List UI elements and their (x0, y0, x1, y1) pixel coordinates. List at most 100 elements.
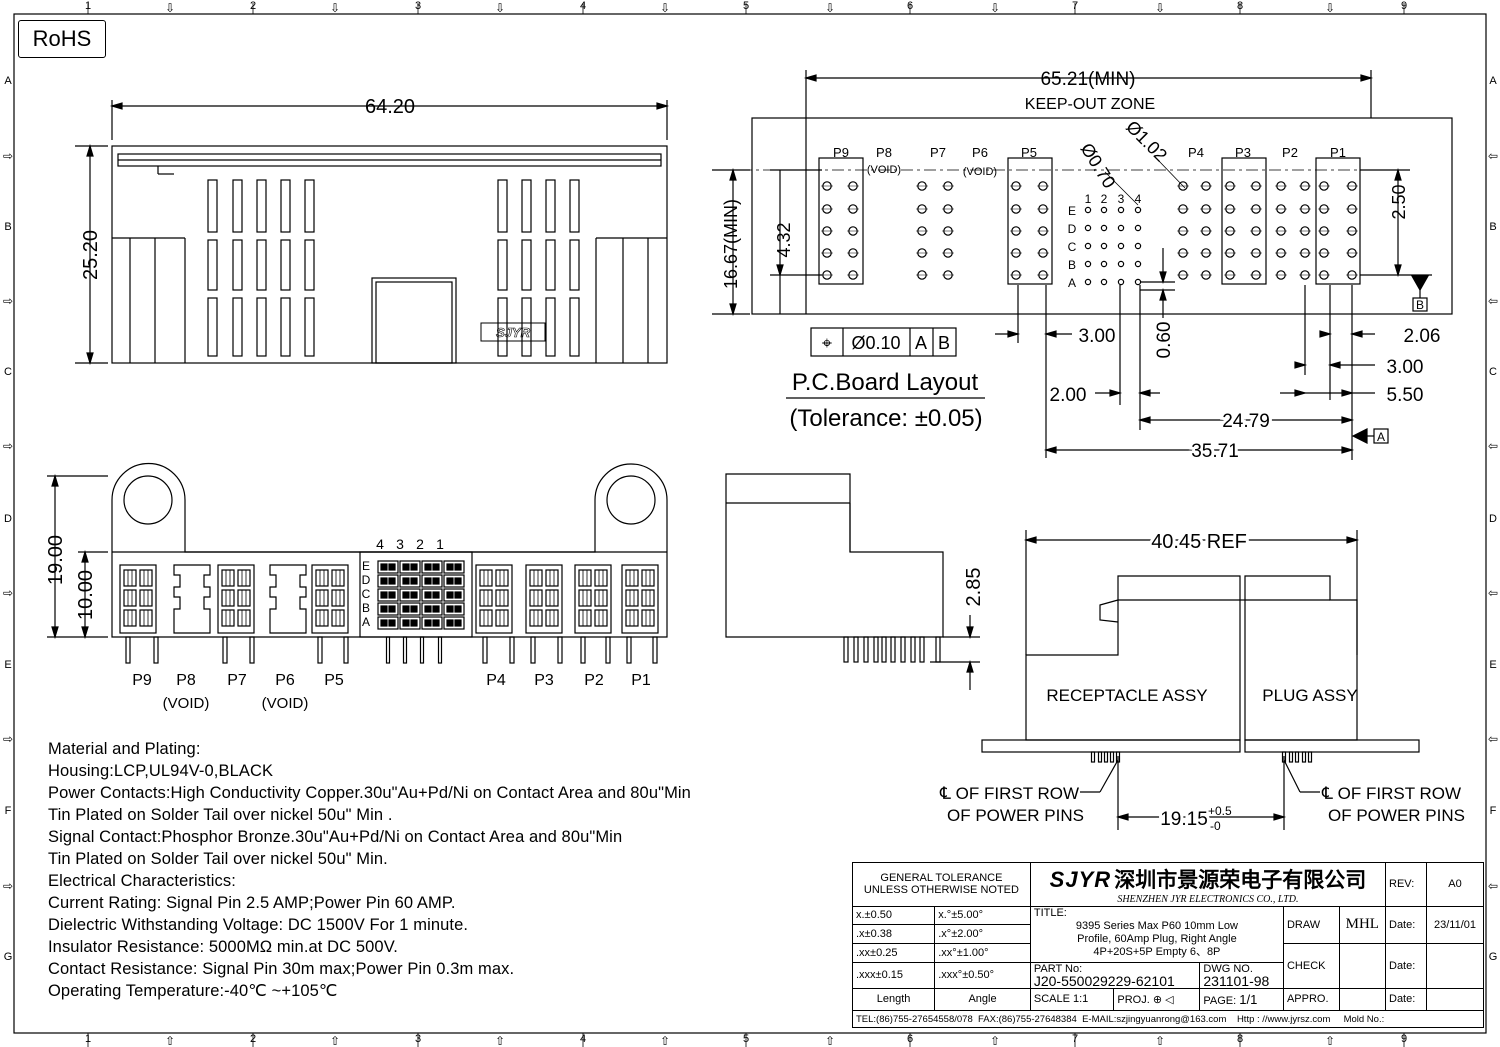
note-line: Power Contacts:High Conductivity Copper.… (48, 784, 691, 802)
signal-hole (1084, 206, 1092, 214)
power-contact (331, 569, 345, 587)
signal-col-label: 4 (1135, 192, 1142, 206)
power-contact (545, 569, 559, 587)
plug-label: PLUG ASSY (1262, 686, 1357, 705)
signal-contact-fill (432, 591, 440, 599)
solder-pin (482, 636, 488, 664)
dia-small-label: Ø0.70 (1077, 140, 1120, 192)
signal-contact-fill (454, 591, 462, 599)
signal-contact-fill (402, 591, 410, 599)
draw-value: MHL (1338, 905, 1387, 944)
power-contact (139, 589, 153, 607)
signal-hole (1117, 260, 1125, 268)
note-line: Material and Plating: (48, 740, 201, 758)
signal-contact (443, 588, 465, 602)
grid-arrow: ⇩ (495, 1, 505, 15)
signal-row-label: C (1068, 240, 1077, 254)
power-housing (217, 564, 255, 634)
signal-contact-fill (454, 619, 462, 627)
pin-group-outline (1221, 157, 1267, 285)
pin-group-label: P6 (972, 145, 988, 160)
signal-contact-fill (446, 605, 454, 613)
solder-pin (385, 636, 391, 664)
grid-arrow: ⇧ (990, 1034, 1000, 1047)
void-housing (173, 564, 211, 634)
grid-row-label: F (1489, 805, 1497, 817)
power-contact (479, 609, 493, 627)
page-cell: PAGE: 1/1 (1199, 987, 1284, 1012)
signal-row-label: E (1068, 204, 1076, 218)
first-row-left-2: OF POWER PINS (947, 806, 1084, 825)
grid-arrow: ⇧ (495, 1034, 505, 1047)
grid-arrow: ⇨ (3, 149, 13, 163)
solder-pin (580, 636, 586, 664)
top-height-dim: 25.20 (80, 230, 102, 280)
slot (569, 179, 580, 233)
signal-row-label: A (1068, 276, 1076, 290)
signal-contact-fill (424, 619, 432, 627)
tolerance-datum-b: B (938, 333, 950, 353)
mated-pin (1294, 751, 1300, 763)
grid-col-label: 3 (414, 0, 422, 12)
grid-arrow: ⇩ (330, 1, 340, 15)
signal-contact (377, 588, 399, 602)
signal-hole (1134, 242, 1142, 250)
datum-b: B (1416, 298, 1424, 312)
signal-contact-fill (446, 591, 454, 599)
pitch-tol-minus: -0 (1210, 819, 1221, 833)
dim-3-00: 3.00 (1079, 326, 1116, 347)
dim-4-32: 4.32 (774, 222, 794, 257)
signal-contact-fill (402, 605, 410, 613)
signal-contact-fill (432, 619, 440, 627)
power-contact (641, 609, 655, 627)
note-line: Contact Resistance: Signal Pin 30m max;P… (48, 960, 515, 978)
power-contact (331, 609, 345, 627)
slot (569, 297, 580, 357)
power-contact (221, 589, 235, 607)
signal-col-label: 3 (396, 536, 404, 552)
signal-row-label: B (1068, 258, 1076, 272)
slot (521, 239, 532, 291)
appro-date-value (1426, 987, 1484, 1012)
note-line: Insulator Resistance: 5000MΩ min.at DC 5… (48, 938, 398, 956)
pin-group-label: P5 (1021, 145, 1037, 160)
tol-x3: .xxx±0.15 (851, 961, 936, 989)
first-row-right-1: ℄ OF FIRST ROW (1321, 784, 1461, 803)
dwg-cell: DWG NO. 231101-98 (1199, 961, 1284, 989)
draw-label: DRAW (1282, 905, 1340, 944)
signal-hole (1117, 242, 1125, 250)
slot (256, 239, 267, 291)
slot (280, 179, 291, 233)
signal-contact-fill (424, 563, 432, 571)
signal-col-label: 1 (436, 536, 444, 552)
power-contact (123, 609, 137, 627)
tol-x: x.±0.50 (851, 905, 936, 926)
solder-pin (652, 636, 658, 664)
mated-pin (1301, 751, 1307, 763)
grid-arrow: ⇨ (3, 439, 13, 453)
grid-arrow: ⇩ (1325, 1, 1335, 15)
power-contact (139, 569, 153, 587)
note-line: Signal Contact:Phosphor Bronze.30u"Au+Pd… (48, 828, 623, 846)
front-pin-label: P1 (631, 672, 651, 689)
check-label: CHECK (1282, 942, 1340, 989)
receptacle-label: RECEPTACLE ASSY (1046, 686, 1207, 705)
grid-col-label: 4 (579, 0, 587, 12)
grid-row-label: C (1489, 366, 1497, 378)
side-pin (910, 636, 916, 663)
title-cell: TITLE: 9395 Series Max P60 10mm Low Prof… (1029, 905, 1284, 963)
signal-contact-fill (380, 577, 388, 585)
company-cell: SJYR 深圳市景源荣电子有限公司 SHENZHEN JYR ELECTRONI… (1029, 862, 1387, 907)
signal-contact-fill (410, 605, 418, 613)
scale-cell: SCALE 1:1 (1029, 987, 1115, 1012)
power-contact (315, 589, 329, 607)
side-pin (853, 636, 859, 663)
signal-contact (377, 574, 399, 588)
signal-contact (443, 602, 465, 616)
solder-pin (222, 636, 228, 664)
signal-row-label: A (362, 615, 370, 629)
signal-col-label: 4 (376, 536, 384, 552)
grid-arrow: ⇦ (1488, 879, 1498, 893)
tol-ang-x3: .xxx°±0.50° (934, 961, 1031, 989)
front-pin-label: P3 (534, 672, 554, 689)
